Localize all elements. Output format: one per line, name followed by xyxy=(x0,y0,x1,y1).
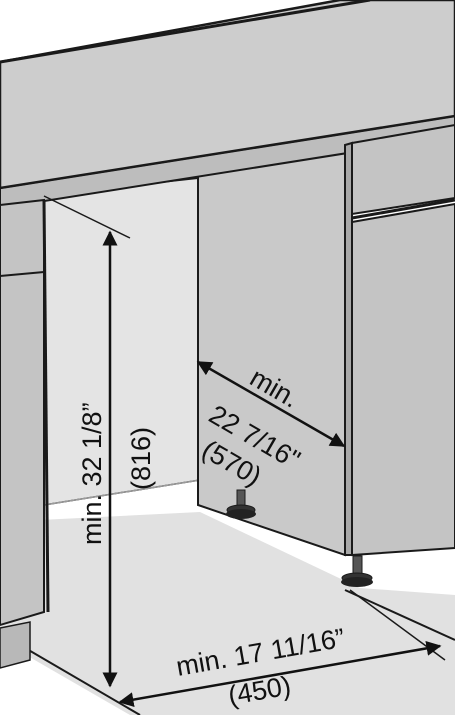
height-label-imperial: min. 32 1/8” xyxy=(77,402,107,545)
countertop xyxy=(0,0,455,190)
foot-left xyxy=(226,489,256,519)
right-cabinet-door xyxy=(351,202,455,557)
height-label-metric: (816) xyxy=(126,427,156,490)
left-cabinet-drawer-gap xyxy=(0,271,45,277)
left-cabinet-edge xyxy=(42,199,50,613)
width-dimension-arrow xyxy=(118,640,442,708)
niche-side-panel xyxy=(197,143,346,557)
right-cabinet-gap xyxy=(351,198,455,220)
baseboard-line xyxy=(43,479,201,506)
niche-back-wall xyxy=(43,177,201,506)
countertop-top-edge xyxy=(0,0,371,64)
right-cabinet-side xyxy=(344,141,353,556)
right-cabinet-drawer xyxy=(351,123,455,216)
depth-dimension-arrow xyxy=(196,360,346,448)
foot-right xyxy=(341,555,373,587)
left-cabinet-front xyxy=(0,198,45,627)
floor-edge-right xyxy=(344,589,455,641)
left-cabinet-plinth xyxy=(0,621,31,669)
